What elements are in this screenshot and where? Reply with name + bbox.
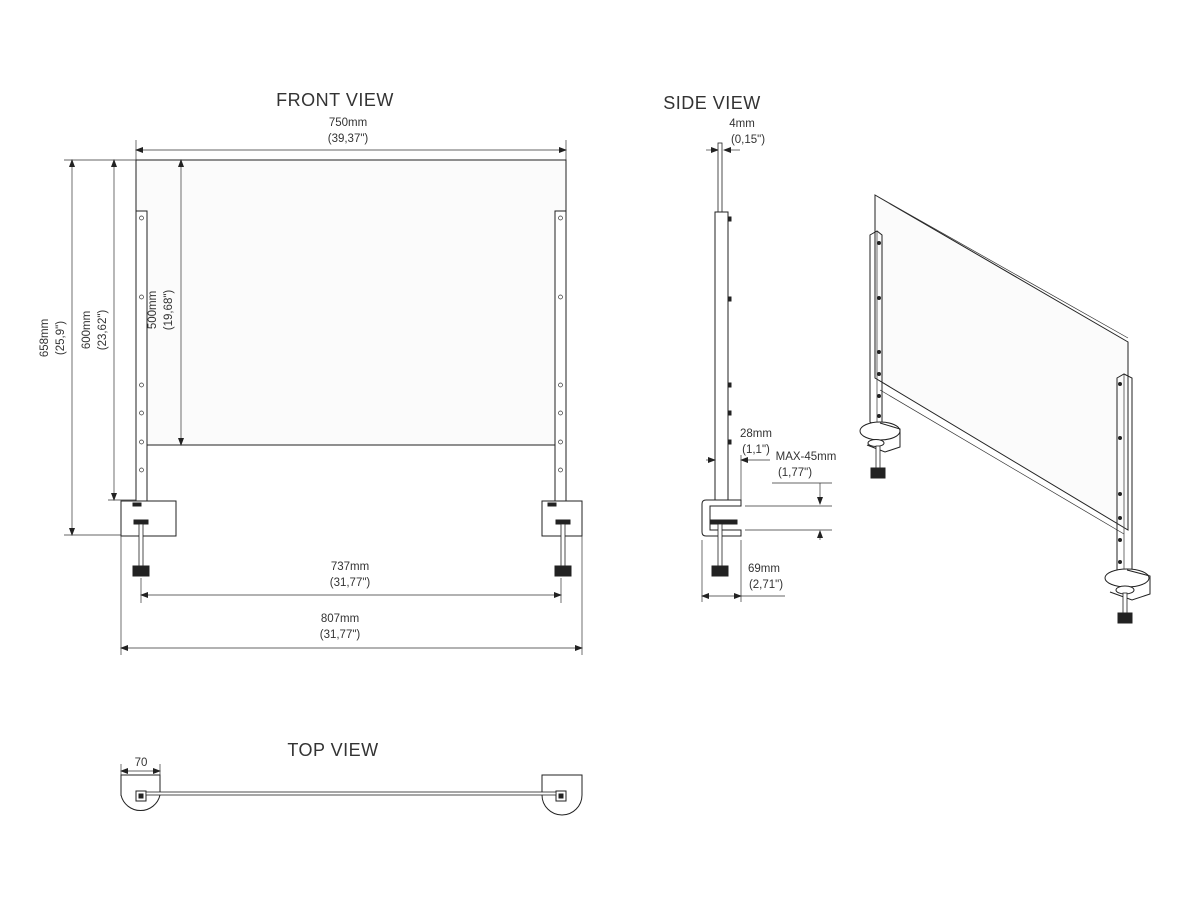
dim-28-in: (1,1")	[742, 444, 770, 456]
dimension-737: 737mm (31,77")	[140, 561, 562, 603]
dim-70: 70	[135, 757, 148, 769]
dim-69-in: (2,71")	[749, 579, 783, 591]
side-c-clamp	[701, 499, 742, 577]
front-left-clamp	[120, 500, 177, 577]
iso-left-clamp	[859, 421, 901, 479]
dim-750-in: (39,37")	[328, 133, 369, 145]
front-left-post	[135, 210, 148, 502]
side-view-title: SIDE VIEW	[663, 93, 761, 113]
dim-500-mm: 500mm	[147, 291, 159, 329]
dim-28-mm: 28mm	[740, 428, 772, 440]
top-glass-edge	[145, 791, 557, 796]
dim-600-mm: 600mm	[81, 311, 93, 349]
dim-500-in: (19,68")	[163, 290, 175, 331]
dimension-4: 4mm (0,15")	[706, 118, 765, 153]
front-view-title: FRONT VIEW	[276, 90, 394, 110]
side-glass-edge	[717, 142, 723, 214]
dim-max45-in: (1,77")	[778, 467, 812, 479]
dim-658-mm: 658mm	[39, 319, 51, 357]
top-view-title: TOP VIEW	[287, 740, 378, 760]
dimension-69: 69mm (2,71")	[701, 540, 785, 602]
dim-658-in: (25,9")	[55, 321, 67, 355]
dimension-658: 658mm (25,9")	[39, 159, 136, 536]
dimension-70: 70	[120, 757, 161, 796]
dim-600-in: (23,62")	[97, 310, 109, 351]
front-right-post	[554, 210, 567, 502]
top-left-foot	[120, 774, 161, 811]
dimension-807: 807mm (31,77")	[120, 536, 583, 655]
dim-750-mm: 750mm	[329, 117, 367, 129]
dim-69-mm: 69mm	[748, 563, 780, 575]
iso-right-clamp	[1104, 568, 1151, 624]
dim-807-mm: 807mm	[321, 613, 359, 625]
front-view: FRONT VIEW 750mm (39,37")	[39, 90, 583, 655]
iso-glass-panel	[874, 194, 1129, 531]
dim-4-in: (0,15")	[731, 134, 765, 146]
dimension-max-45: MAX-45mm (1,77")	[745, 451, 836, 540]
dim-807-in: (31,77")	[320, 629, 361, 641]
top-view: TOP VIEW 70	[120, 740, 583, 816]
side-view: SIDE VIEW 4mm (0,15") 28mm	[663, 93, 836, 602]
dimension-28: 28mm (1,1")	[706, 428, 772, 500]
dim-4-mm: 4mm	[729, 118, 755, 130]
dim-737-mm: 737mm	[331, 561, 369, 573]
front-glass-panel	[135, 159, 567, 446]
dim-max45-mm: MAX-45mm	[776, 451, 837, 463]
dimension-600: 600mm (23,62")	[81, 159, 136, 501]
top-right-foot	[541, 774, 583, 816]
side-post	[714, 211, 732, 501]
dim-737-in: (31,77")	[330, 577, 371, 589]
isometric-view	[859, 194, 1151, 624]
dimension-500: 500mm (19,68")	[147, 159, 184, 446]
front-right-clamp	[541, 500, 583, 577]
